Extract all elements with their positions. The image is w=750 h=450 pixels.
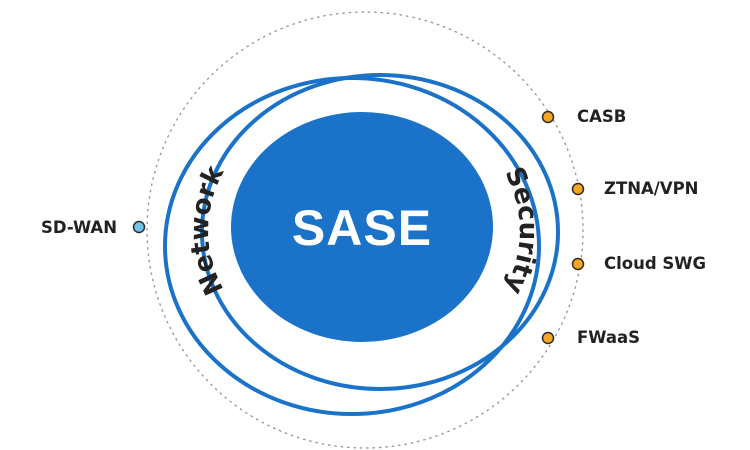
- network-ring-label: Network: [185, 160, 230, 299]
- cloud-swg-dot: [571, 257, 585, 271]
- sd-wan-dot: [132, 220, 146, 234]
- sase-core-circle: [231, 112, 493, 342]
- security-ring: [200, 73, 560, 391]
- ztna-vpn-label: ZTNA/VPN: [604, 179, 699, 198]
- sase-core-label: SASE: [292, 200, 432, 256]
- casb-node: CASB: [541, 107, 626, 126]
- casb-dot: [541, 110, 555, 124]
- fwaas-label: FWaaS: [577, 328, 640, 347]
- network-ring-label-path: Network: [185, 160, 230, 299]
- ztna-vpn-node: ZTNA/VPN: [571, 179, 699, 198]
- outer-dotted-ring: [146, 11, 584, 449]
- fwaas-node: FWaaS: [541, 328, 640, 347]
- casb-label: CASB: [577, 107, 626, 126]
- ztna-vpn-dot: [571, 182, 585, 196]
- network-ring: [163, 76, 541, 416]
- fwaas-dot: [541, 331, 555, 345]
- cloud-swg-node: Cloud SWG: [571, 254, 706, 273]
- sd-wan-label: SD-WAN: [41, 218, 117, 237]
- cloud-swg-label: Cloud SWG: [604, 254, 706, 273]
- sd-wan-node: SD-WAN: [41, 218, 146, 237]
